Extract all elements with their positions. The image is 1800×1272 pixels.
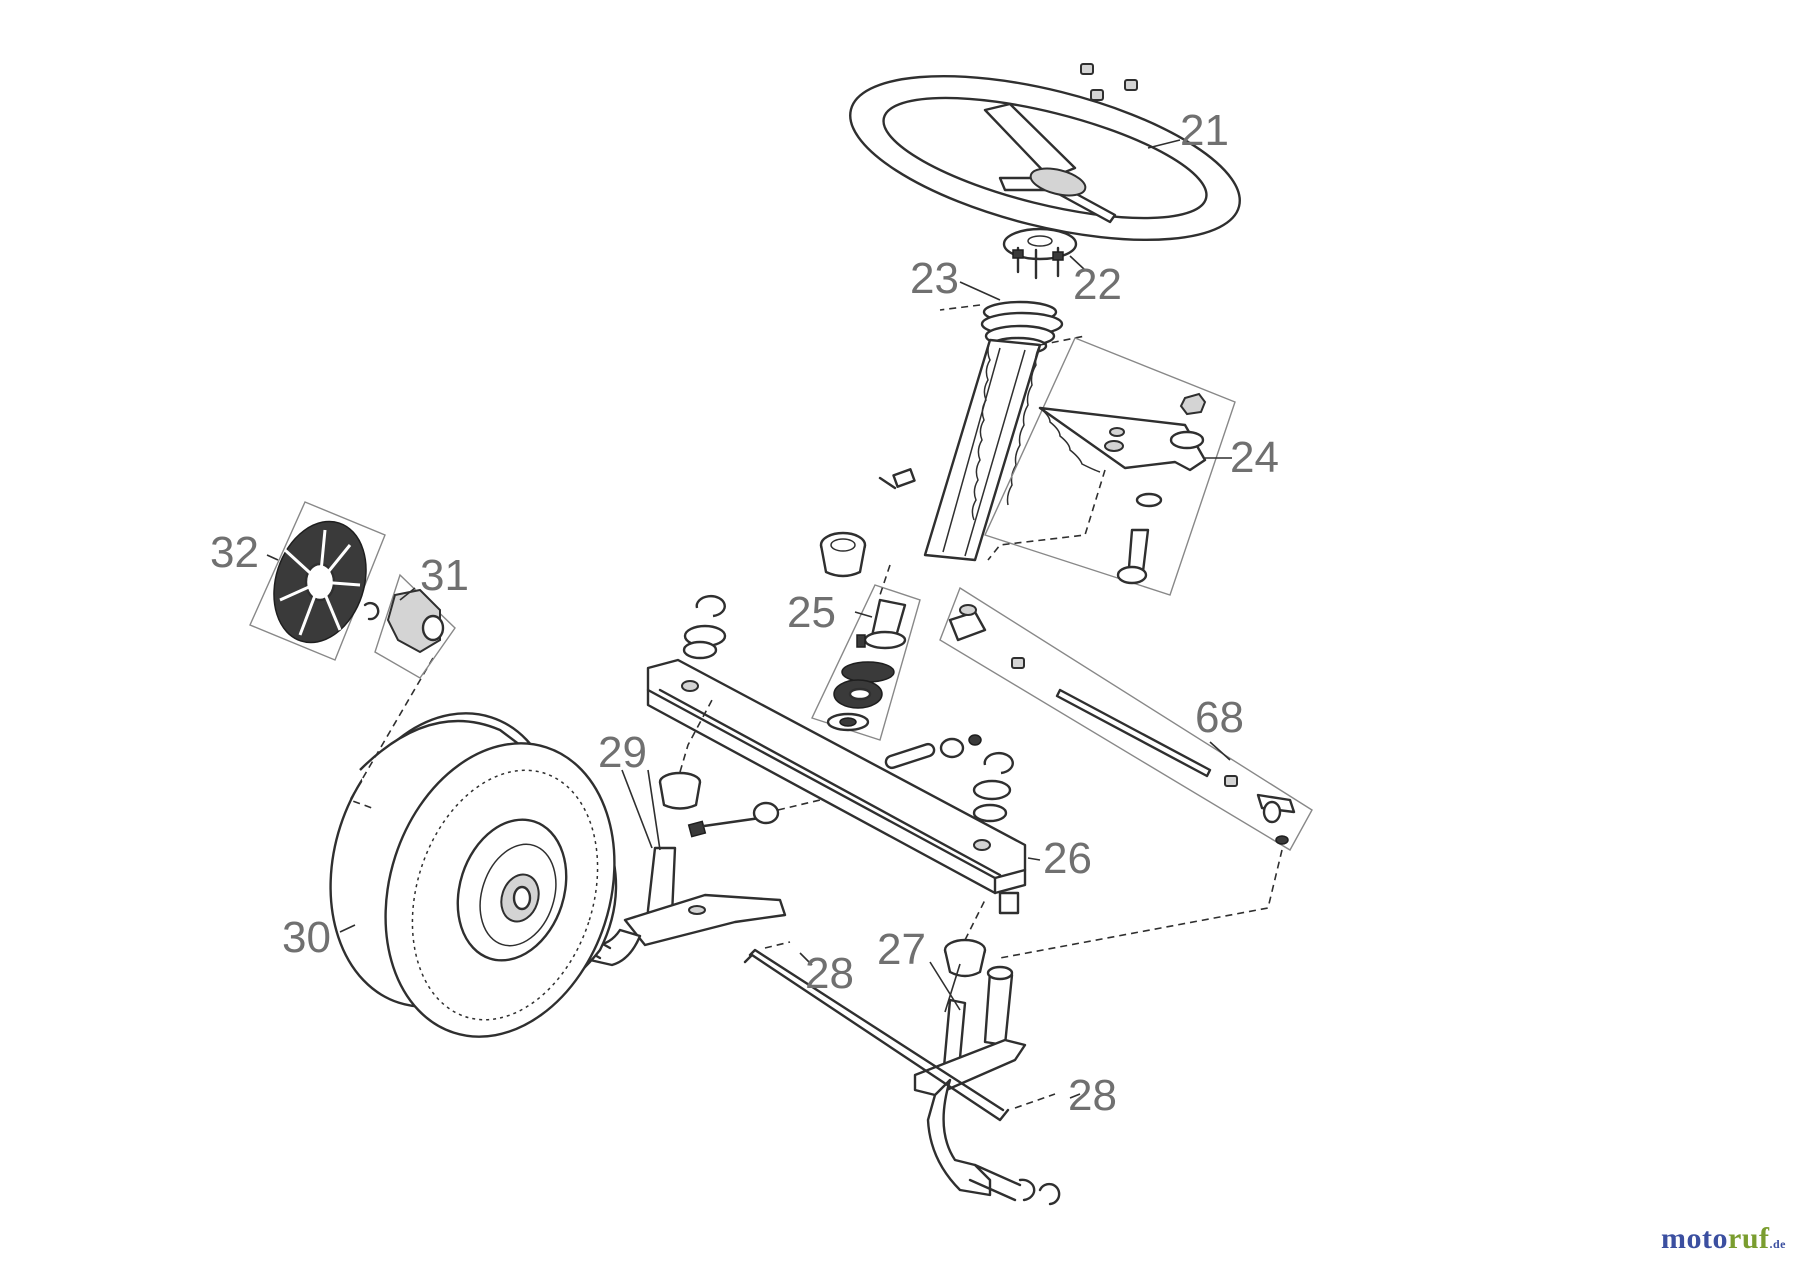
drag-link-rod [743,941,1056,1122]
right-spindle [913,965,1061,1206]
callout-28-upper: 28 [805,949,854,998]
tie-rod-group [939,586,1313,959]
callout-labels: 21 22 23 24 25 26 27 28 28 29 30 31 32 6… [210,106,1279,1120]
callout-31: 31 [420,551,469,600]
callout-32: 32 [210,528,259,577]
pinion-gear-group [811,564,921,741]
right-kingpin-bushing-top [972,751,1014,823]
wheel-hub-guide [348,657,434,809]
steering-wheel-nuts [1080,63,1138,101]
left-spindle-bolt [687,799,821,838]
watermark-text-b: ruf [1728,1222,1770,1255]
steering-wheel [849,74,1241,242]
left-kingpin-bushing-top [682,594,727,660]
callout-21: 21 [1180,106,1229,155]
right-spindle-bushing [943,899,987,978]
callout-68: 68 [1195,693,1244,742]
leader-lines [266,139,1232,1099]
left-spindle [558,846,787,967]
callout-25: 25 [787,588,836,637]
beam-bolt [884,734,982,770]
wheel [329,712,618,1038]
sector-gear-group [984,337,1236,596]
hub-assembly [363,573,456,679]
steering-hub-plate [1002,227,1078,280]
callout-30: 30 [282,913,331,962]
callout-28-lower: 28 [1068,1071,1117,1120]
callout-27: 27 [877,925,926,974]
callout-24: 24 [1230,433,1279,482]
column-bushing [819,531,867,578]
watermark-logo: motoruf.de [1661,1222,1786,1256]
watermark-text-c: .de [1769,1237,1786,1251]
callout-26: 26 [1043,834,1092,883]
watermark-text-a: moto [1661,1222,1728,1255]
wheel-cover [249,501,386,661]
callout-23: 23 [910,254,959,303]
left-spindle-bushing [658,699,713,810]
steering-column [878,335,1086,562]
callout-29: 29 [598,728,647,777]
callout-22: 22 [1073,260,1122,309]
front-axle-beam [646,658,1027,915]
